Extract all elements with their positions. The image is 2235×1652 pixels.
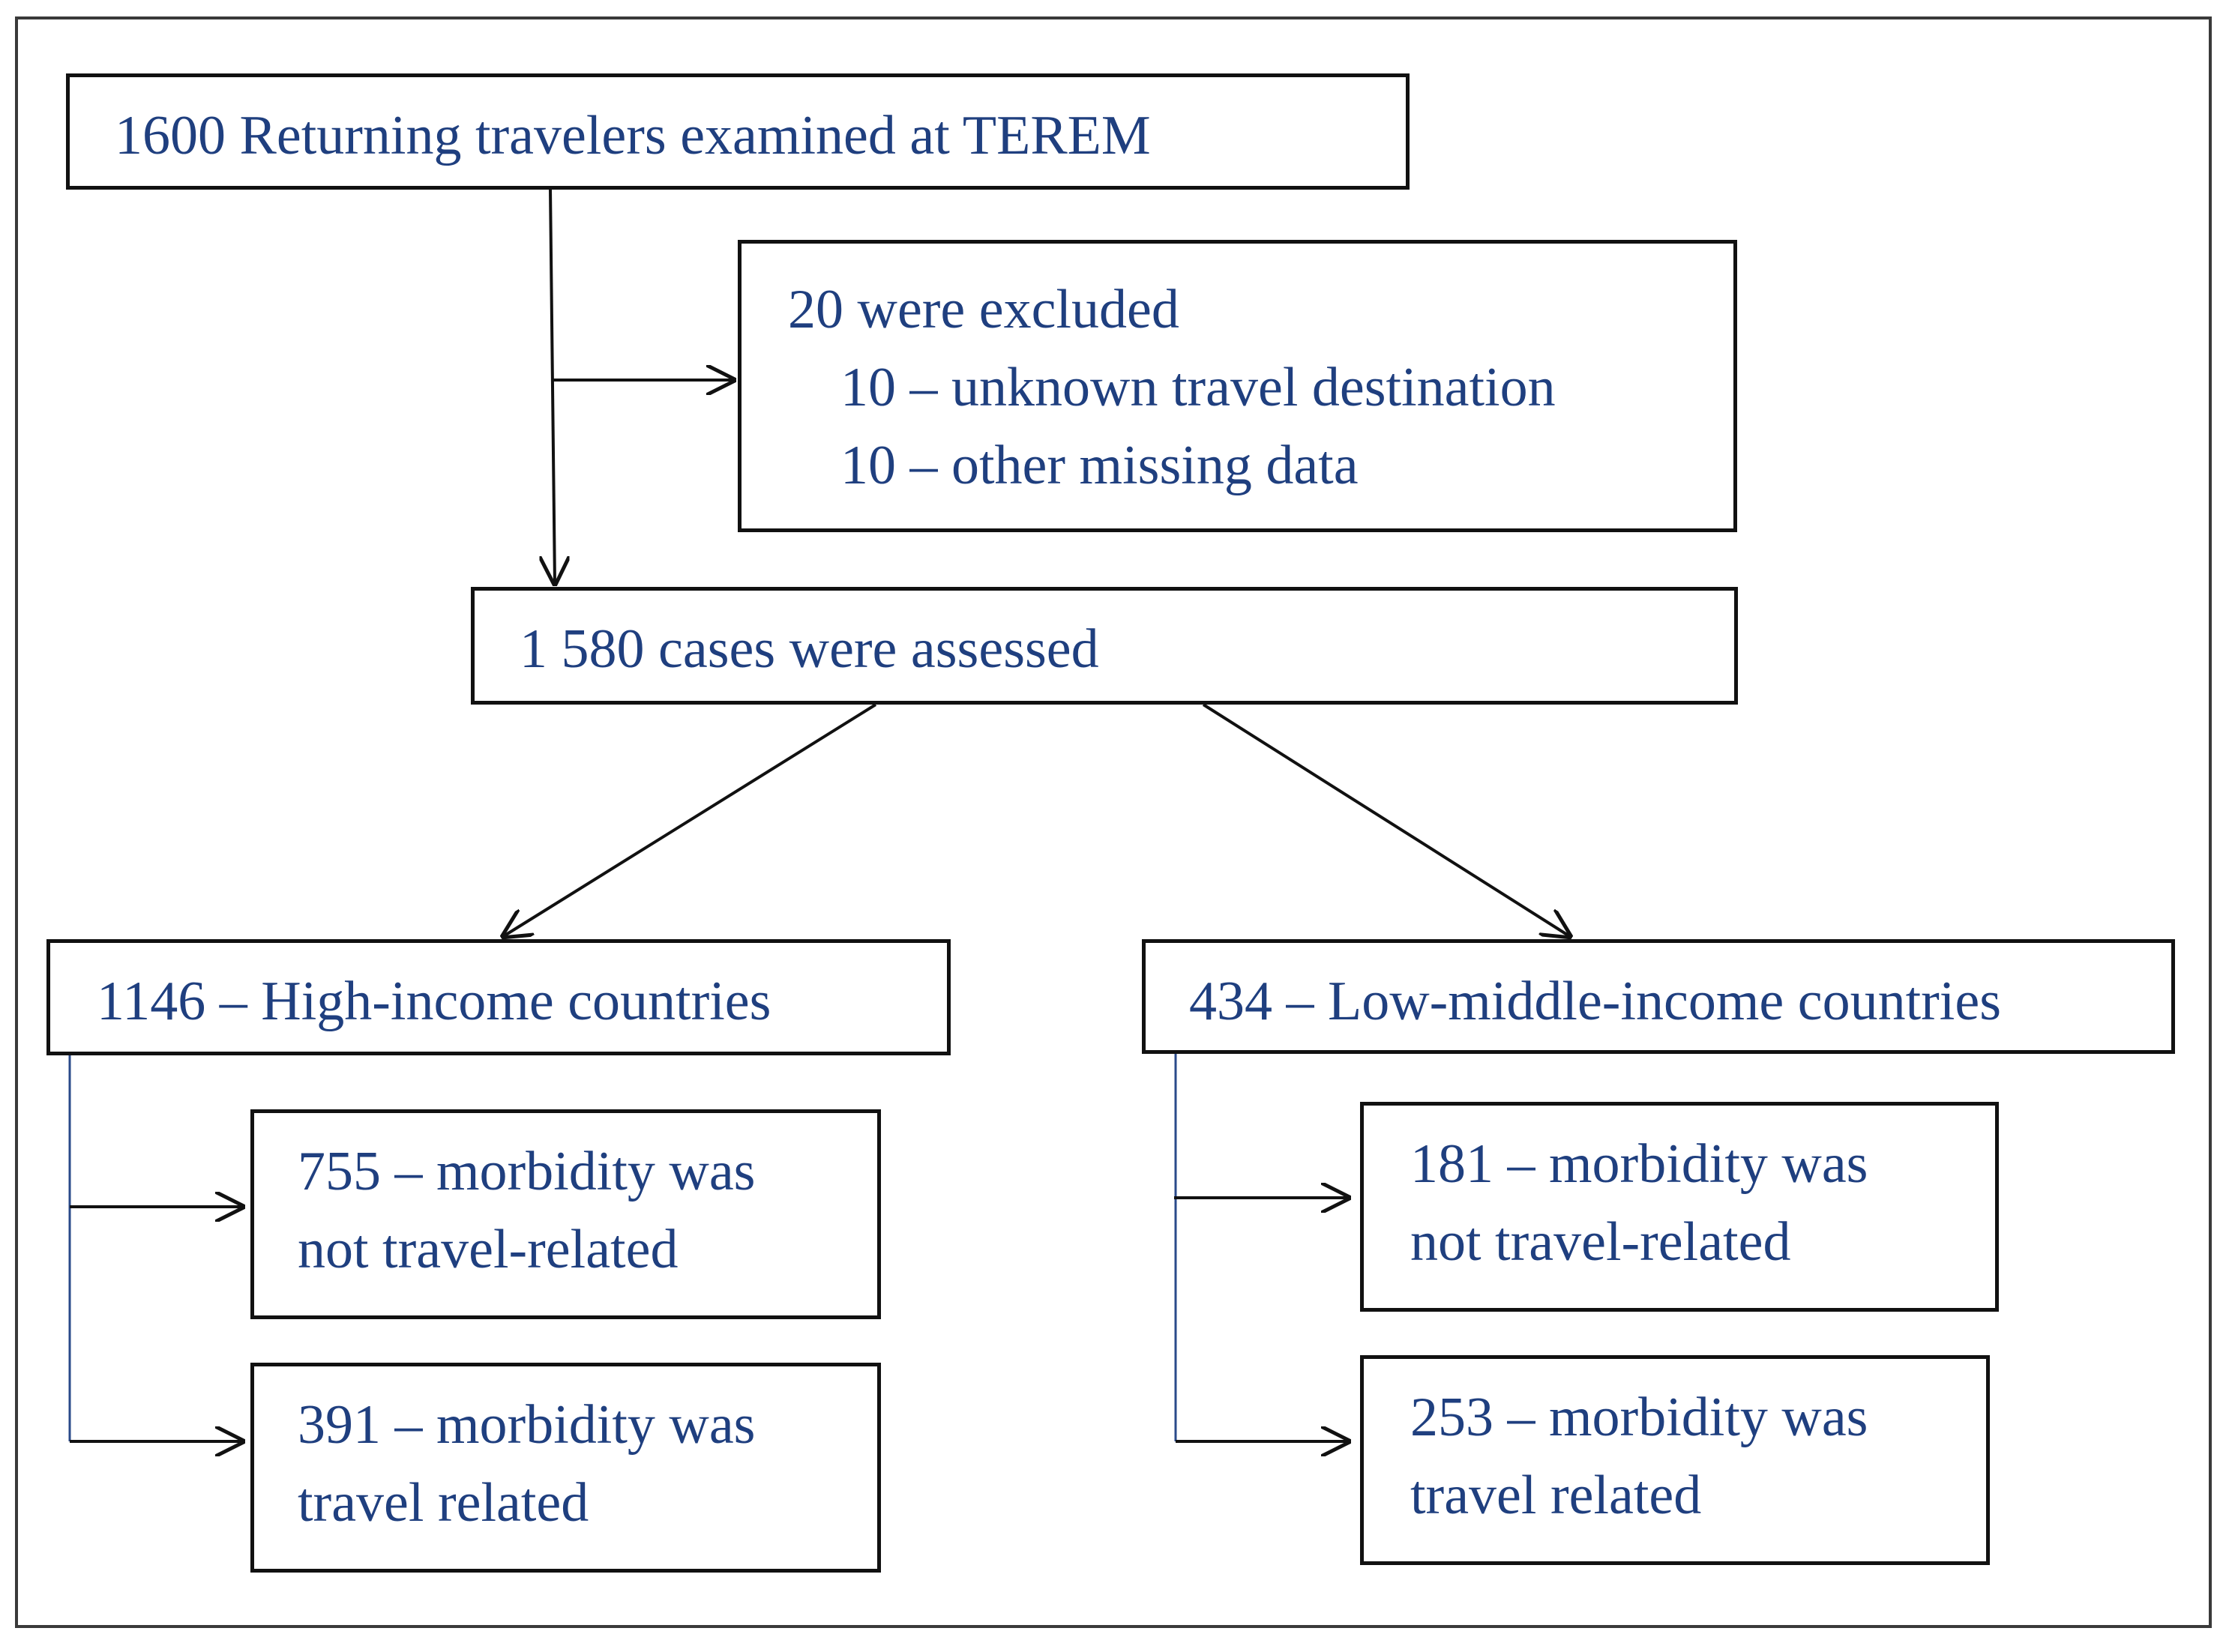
high-travel-line-2: travel related xyxy=(298,1472,589,1534)
box-assessed: 1 580 cases were assessed xyxy=(471,587,1738,705)
high-not-travel-line-1: 755 – morbidity was xyxy=(298,1141,756,1202)
assessed-text: 1 580 cases were assessed xyxy=(520,618,1099,680)
high-not-travel-line-2: not travel-related xyxy=(298,1219,679,1280)
box-returning-travelers: 1600 Returning travelers examined at TER… xyxy=(66,73,1410,190)
box-low-travel-related: 253 – morbidity was travel related xyxy=(1360,1355,1990,1565)
arrow-to-high-income xyxy=(502,703,877,937)
low-travel-line-2: travel related xyxy=(1410,1465,1702,1526)
box-high-not-travel-related: 755 – morbidity was not travel-related xyxy=(250,1109,881,1319)
box-returning-travelers-text: 1600 Returning travelers examined at TER… xyxy=(115,105,1151,166)
high-income-title: 1146 – High-income countries xyxy=(97,971,771,1032)
excluded-reason-missing-data: 10 – other missing data xyxy=(840,435,1359,496)
box-high-travel-related: 391 – morbidity was travel related xyxy=(250,1363,881,1573)
low-not-travel-line-1: 181 – morbidity was xyxy=(1410,1133,1868,1195)
arrow-to-low-middle-income xyxy=(1202,703,1571,937)
arrow-top-to-assessed xyxy=(550,188,555,585)
box-high-income: 1146 – High-income countries xyxy=(46,939,951,1055)
excluded-title: 20 were excluded xyxy=(788,279,1179,340)
box-excluded: 20 were excluded 10 – unknown travel des… xyxy=(738,240,1737,532)
high-travel-line-1: 391 – morbidity was xyxy=(298,1394,756,1456)
excluded-reason-unknown-destination: 10 – unknown travel destination xyxy=(840,357,1556,418)
low-middle-income-title: 434 – Low-middle-income countries xyxy=(1189,971,2002,1032)
box-low-middle-income: 434 – Low-middle-income countries xyxy=(1142,939,2175,1054)
low-not-travel-line-2: not travel-related xyxy=(1410,1211,1791,1273)
low-travel-line-1: 253 – morbidity was xyxy=(1410,1387,1868,1448)
box-low-not-travel-related: 181 – morbidity was not travel-related xyxy=(1360,1102,1999,1312)
